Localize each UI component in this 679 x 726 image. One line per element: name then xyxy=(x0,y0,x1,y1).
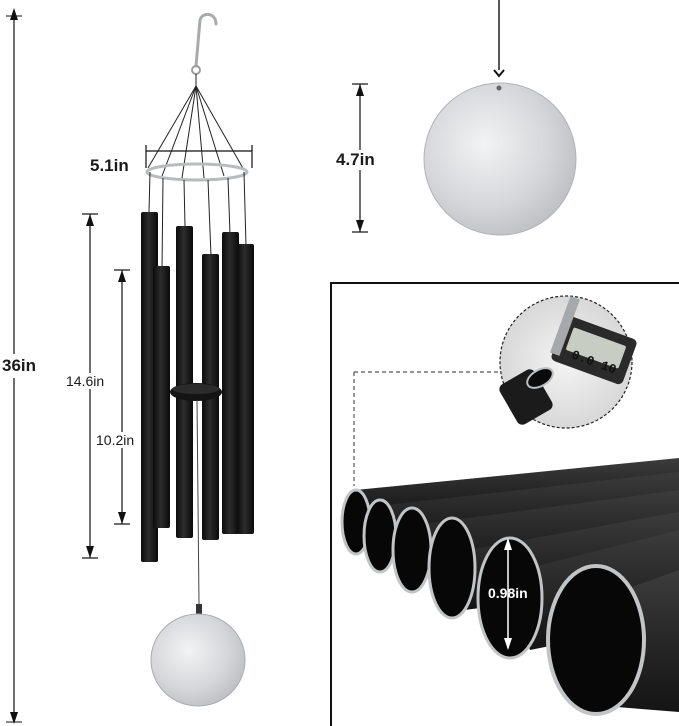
tube-opening xyxy=(391,506,433,594)
tube-openings xyxy=(340,488,646,716)
chime-tube xyxy=(237,244,254,534)
shortest-tube-dimension xyxy=(114,269,130,525)
ring-diameter-dimension xyxy=(145,145,253,168)
tube-opening xyxy=(427,516,477,620)
caliper-magnifier xyxy=(499,295,637,429)
tube-diameter-label: 0.98in xyxy=(488,585,528,601)
tube-diameter-dimension xyxy=(504,538,512,650)
tube-strings xyxy=(148,171,247,269)
top-ring xyxy=(145,162,249,182)
longest-tube-label: 14.6in xyxy=(66,373,105,389)
sail-disc-closeup xyxy=(423,82,577,236)
tube-opening xyxy=(362,498,398,574)
sail-detail xyxy=(423,0,577,236)
wind-sail-disc xyxy=(150,613,246,707)
tube-opening xyxy=(476,536,544,660)
sail-wire xyxy=(196,399,200,605)
ring-diameter-label: 5.1in xyxy=(88,156,131,176)
chime-tube xyxy=(153,266,170,528)
total-length-label: 36in xyxy=(2,354,37,378)
sail-diameter-label: 4.7in xyxy=(334,150,377,170)
chime-tube xyxy=(222,232,239,534)
chime-tubes xyxy=(141,212,254,562)
shortest-tube-label: 10.2in xyxy=(96,432,135,448)
tube-opening xyxy=(546,564,646,716)
zoom-leader-line xyxy=(353,371,498,486)
chime-tube xyxy=(176,226,193,538)
